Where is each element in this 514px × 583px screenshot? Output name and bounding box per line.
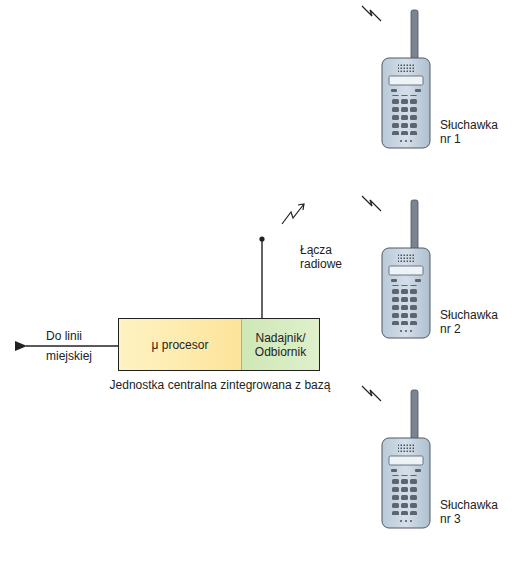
radio-bolt [362, 196, 381, 211]
radio-bolt [282, 204, 304, 224]
processor-box: μ procesor [119, 319, 241, 370]
antenna [261, 240, 262, 318]
box-label: μ procesor [147, 338, 214, 352]
radio-label: Łącza radiowe [300, 243, 352, 271]
handset-label: Słuchawka nr 3 [440, 498, 510, 526]
unit-caption: Jednostka centralna zintegrowana z bazą [109, 378, 331, 392]
antenna-tip [259, 236, 264, 241]
transceiver-box: Nadajnik/ Odbiornik [241, 319, 319, 370]
radio-bolt [362, 6, 381, 21]
line-label: Do linii miejskiej [46, 326, 108, 366]
handset-label: Słuchawka nr 2 [440, 308, 510, 336]
line-arrow [26, 345, 118, 346]
base-unit: Jednostka centralna zintegrowana z baząμ… [118, 318, 320, 371]
radio-bolt [362, 386, 381, 401]
box-label: Nadajnik/ Odbiornik [242, 331, 319, 359]
handset-label: Słuchawka nr 1 [440, 118, 510, 146]
